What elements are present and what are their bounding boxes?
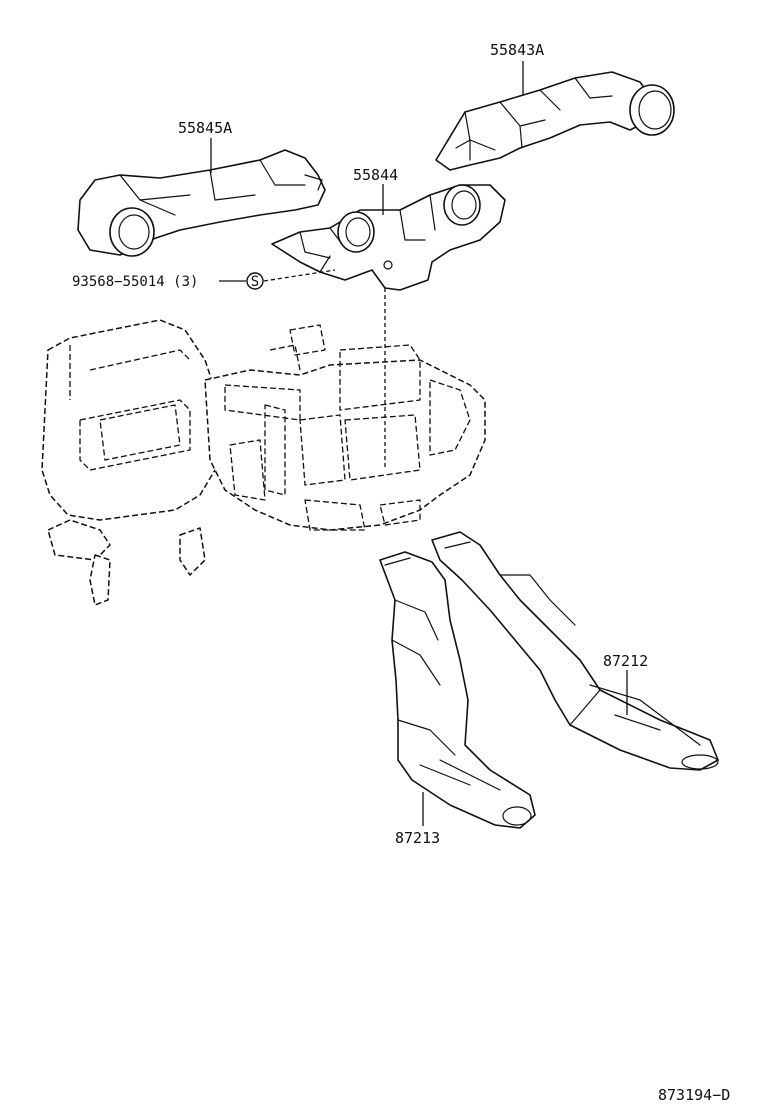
duct-55844 — [271, 184, 506, 291]
heater-unit-outline — [41, 319, 486, 606]
screw-symbol-text: S — [251, 274, 259, 290]
label-93568-55014: 93568−55014 (3) — [72, 274, 198, 290]
duct-87213 — [379, 551, 536, 829]
label-55845a: 55845A — [178, 119, 232, 137]
duct-87212 — [431, 531, 719, 771]
label-55843a: 55843A — [490, 41, 544, 59]
figure-code: 873194−D — [658, 1086, 730, 1104]
duct-55843a — [435, 71, 675, 171]
label-87212: 87212 — [603, 652, 648, 670]
screw-symbol-icon — [246, 272, 264, 290]
leader-lines — [210, 61, 628, 826]
label-55844: 55844 — [353, 166, 398, 184]
duct-55845a — [77, 149, 326, 257]
screw-callout: S — [219, 269, 336, 290]
label-87213: 87213 — [395, 829, 440, 847]
